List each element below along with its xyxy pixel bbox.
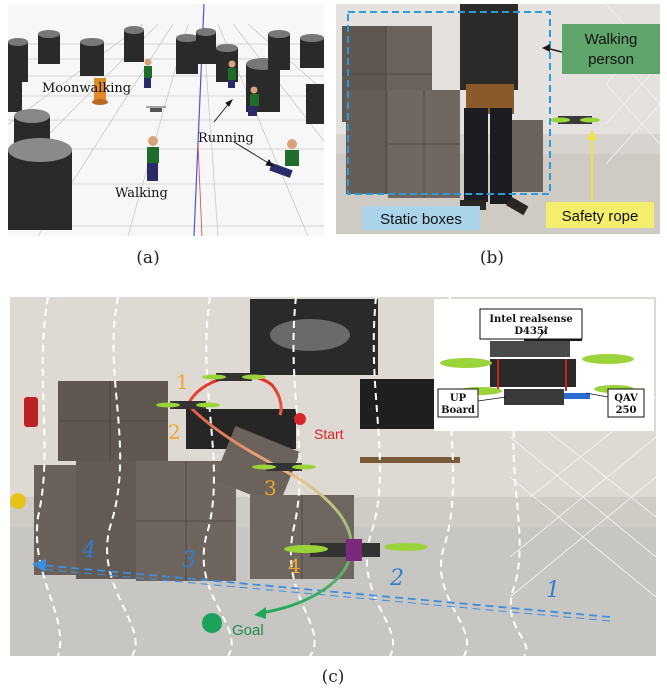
moonwalker-figure [94, 78, 106, 102]
label-static-boxes: Static boxes [380, 211, 462, 228]
static-boxes [34, 381, 354, 581]
caption-c: (c) [321, 667, 345, 687]
cylinder-obstacles [8, 26, 324, 230]
label-moonwalking: Moonwalking [42, 81, 131, 96]
panel-a-simulation: Moonwalking Running Walking [8, 4, 324, 236]
flight-trajectory [186, 374, 353, 615]
blue-number: 4 [81, 538, 96, 563]
static-boxes-outline [347, 11, 551, 195]
orange-number: 4 [288, 554, 301, 578]
blue-number: 2 [389, 566, 404, 591]
blue-sequence-numbers: 1 2 3 4 [81, 538, 560, 603]
label-board-1: UP [450, 393, 467, 404]
drone-icon [146, 106, 166, 112]
label-running: Running [198, 131, 254, 146]
blue-number: 1 [546, 578, 560, 603]
caption-b: (b) [479, 248, 505, 268]
drone-icon [550, 116, 600, 124]
static-boxes-tag [362, 206, 480, 230]
label-start: Start [314, 426, 344, 442]
walking-person [460, 4, 529, 216]
label-sensor-2: D435i [514, 326, 548, 337]
start-marker [294, 413, 306, 425]
walking-person-tag [562, 24, 660, 74]
label-walking-person-2: person [588, 51, 634, 68]
label-frame-1: QAV [614, 393, 638, 404]
safety-rope-tag [546, 202, 654, 228]
static-boxes [342, 26, 543, 198]
label-walking-person-1: Walking [585, 31, 638, 48]
real-scene-photo: Walking person Static boxes Safety rope [336, 4, 660, 234]
label-safety-rope: Safety rope [562, 208, 639, 225]
walking-people [144, 58, 299, 181]
label-goal: Goal [232, 622, 264, 639]
goal-marker [202, 613, 222, 633]
label-frame-2: 250 [616, 405, 637, 416]
drone-poses [156, 373, 428, 561]
drone-hardware-inset: Intel realsense D435i UP Board QAV 250 [434, 299, 654, 431]
label-sensor-1: Intel realsense [489, 314, 572, 325]
caption-a: (a) [136, 248, 160, 268]
panel-b-real-scene: Walking person Static boxes Safety rope [336, 4, 660, 234]
orange-number: 2 [168, 420, 181, 444]
orange-number: 3 [264, 476, 277, 500]
label-board-2: Board [441, 405, 475, 416]
blue-number: 3 [182, 548, 196, 573]
direction-arrow [39, 564, 611, 618]
trajectory-photo: Start Goal 1 2 3 4 1 2 3 4 [10, 297, 656, 656]
panel-c-trajectory: Start Goal 1 2 3 4 1 2 3 4 [10, 297, 656, 656]
label-walking: Walking [115, 186, 168, 201]
simulation-scene: Moonwalking Running Walking [8, 4, 324, 236]
orange-number: 1 [176, 370, 189, 394]
orange-sequence-numbers: 1 2 3 4 [168, 370, 301, 578]
